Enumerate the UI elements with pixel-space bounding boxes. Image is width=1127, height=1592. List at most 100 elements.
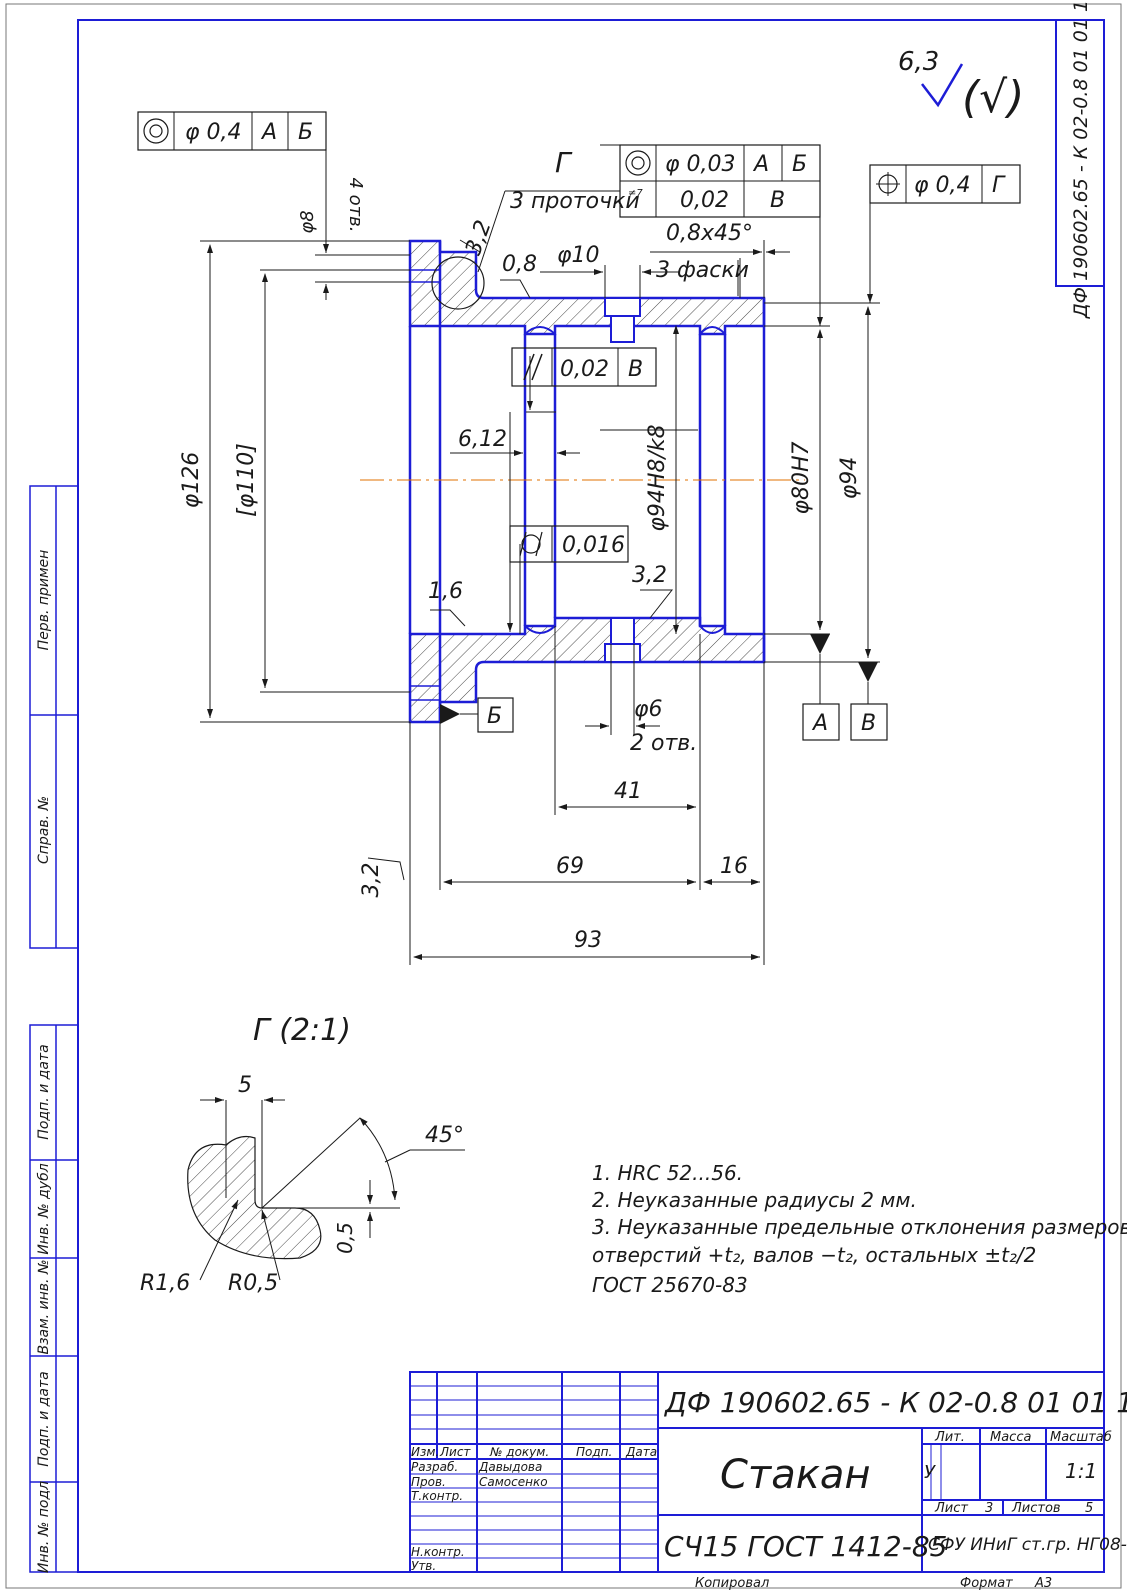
view-g-label: Г: [555, 146, 573, 179]
svg-text:Самосенко: Самосенко: [479, 1475, 548, 1489]
tech-notes: 1. HRC 52...56. 2. Неуказанные радиусы 2…: [592, 1161, 1127, 1297]
svg-text:В: В: [628, 357, 643, 382]
title-block: ДФ 190602.65 - К 02-0.8 01 01 13 Стакан …: [409, 1371, 1127, 1573]
label-podp-data-2: Подп. и дата: [36, 1371, 52, 1466]
side-strip: [29, 485, 79, 1573]
wall-top: [408, 239, 766, 336]
sheet-border: [5, 3, 1122, 1589]
parallelism-icon: [523, 353, 543, 381]
svg-text:Г: Г: [992, 173, 1006, 198]
tol-frame-2: φ 0,03 А Б ≠7 0,02 В: [600, 144, 823, 326]
dim-612: 6,12: [458, 427, 507, 452]
svg-text:Лист: Лист: [439, 1445, 471, 1459]
dim-93: 93: [574, 928, 602, 953]
svg-text:Б: Б: [792, 152, 807, 177]
svg-text:Изм.: Изм.: [411, 1445, 439, 1459]
dim-chamfer: 0,8x45°: [666, 221, 753, 246]
svg-text:45°: 45°: [425, 1123, 464, 1148]
svg-text:Листов: Листов: [1011, 1501, 1061, 1516]
svg-text:φ 0,4: φ 0,4: [914, 173, 971, 198]
svg-text:Г (2:1): Г (2:1): [253, 1013, 351, 1048]
rough-32-top: 3,2: [461, 217, 496, 258]
svg-text:Б: Б: [487, 704, 502, 729]
tol-frame-5: 0,016: [509, 525, 629, 563]
code-box-top: [1055, 19, 1105, 287]
svg-text:5: 5: [238, 1073, 252, 1098]
label-sprav-no: Справ. №: [36, 796, 52, 864]
svg-text:0,5: 0,5: [333, 1222, 357, 1254]
datum-b: Б: [440, 697, 514, 733]
dim-16: 16: [720, 854, 748, 879]
doc-code-side: ДФ 190602.65 - К 02-0.8 01 01 13: [1070, 0, 1092, 319]
tb-org: СФУ ИНиГ ст.гр. НГ08-03: [928, 1535, 1127, 1555]
svg-text:Б: Б: [298, 120, 313, 145]
svg-text:R1,6: R1,6: [140, 1271, 190, 1296]
detail-g-marker: [431, 256, 485, 310]
svg-text:В: В: [861, 711, 876, 736]
svg-text:5: 5: [1085, 1501, 1093, 1516]
datum-v: В: [850, 662, 888, 741]
svg-text:Н.контр.: Н.контр.: [411, 1545, 465, 1559]
tb-name: Стакан: [720, 1452, 871, 1498]
svg-text:3: 3: [985, 1501, 993, 1516]
svg-text:Масса: Масса: [990, 1430, 1031, 1445]
svg-text:Дата: Дата: [625, 1445, 657, 1459]
label-inv-podl: Инв. № подл: [36, 1481, 52, 1573]
dim-phi126: φ126: [179, 452, 204, 509]
svg-text:0,016: 0,016: [562, 533, 625, 558]
svg-text:Утв.: Утв.: [411, 1559, 436, 1573]
coaxiality-icon-2: [625, 150, 651, 176]
tb-code: ДФ 190602.65 - К 02-0.8 01 01 13: [663, 1386, 1127, 1419]
dim-phi6: φ6: [634, 697, 663, 722]
footer-format: Формат: [960, 1576, 1013, 1591]
label-inv-dubl: Инв. № дубл: [36, 1163, 52, 1254]
position-icon: [876, 172, 900, 196]
dim-phi94: φ94: [837, 457, 862, 500]
svg-text:Лит.: Лит.: [934, 1430, 965, 1445]
tol-frame-3: φ 0,4 Г: [867, 164, 1021, 303]
svg-text:А: А: [811, 711, 828, 736]
tol-frame-4: 0,02 В: [511, 347, 657, 387]
rough-32-left: 3,2: [359, 863, 384, 898]
radial-hole-bottom: [604, 617, 641, 663]
svg-text:1. HRC 52...56.: 1. HRC 52...56.: [592, 1161, 743, 1185]
svg-text:ГОСТ 25670-83: ГОСТ 25670-83: [592, 1273, 748, 1297]
footer-copied: Копировал: [695, 1576, 769, 1591]
svg-text:Пров.: Пров.: [411, 1475, 446, 1489]
detail-view: Г (2:1) 5 45° 0,5 R1,6 R0,5: [140, 1013, 465, 1296]
svg-text:А: А: [260, 120, 277, 145]
grooves-label: 3 проточки: [510, 189, 640, 214]
dim-phi8: φ8: [297, 210, 318, 233]
svg-text:2. Неуказанные радиусы 2 мм.: 2. Неуказанные радиусы 2 мм.: [592, 1188, 917, 1212]
dim-4holes: 4 отв.: [345, 177, 366, 232]
dim-phi94h8: φ94H8/k8: [645, 424, 670, 531]
rough-16: 1,6: [428, 579, 463, 604]
svg-text:φ 0,03: φ 0,03: [665, 152, 736, 177]
svg-text:0,02: 0,02: [560, 357, 609, 382]
label-perv-primen: Перв. примен: [36, 550, 52, 651]
svg-text:3. Неуказанные предельные откл: 3. Неуказанные предельные отклонения раз…: [592, 1215, 1127, 1239]
dim-3chamfers: 3 фаски: [656, 258, 749, 283]
svg-text:φ 0,4: φ 0,4: [185, 120, 242, 145]
svg-text:Подп.: Подп.: [576, 1445, 612, 1459]
part-section: [360, 239, 805, 724]
svg-text:отверстий +t₂, валов −t₂, оста: отверстий +t₂, валов −t₂, остальных ±t₂/…: [592, 1243, 1036, 1267]
general-roughness: 6,3 (√): [898, 47, 1024, 123]
svg-text:Лист: Лист: [934, 1501, 968, 1516]
svg-text:В: В: [770, 188, 785, 213]
tol-frame-1: φ 0,4 А Б: [137, 111, 327, 250]
svg-text:Давыдова: Давыдова: [478, 1460, 542, 1474]
dim-phi80h7: φ80H7: [789, 441, 814, 514]
rough-08: 0,8: [502, 252, 537, 277]
svg-text:№ докум.: № докум.: [489, 1445, 549, 1459]
wall-bottom: [408, 616, 766, 724]
dim-phi110: [φ110]: [234, 443, 259, 517]
label-podp-data-1: Подп. и дата: [36, 1044, 52, 1139]
cylindricity-icon: [519, 531, 543, 557]
coaxiality-icon: [143, 118, 169, 144]
svg-text:R0,5: R0,5: [228, 1271, 278, 1296]
svg-text:Масштаб: Масштаб: [1050, 1430, 1112, 1445]
dim-41: 41: [614, 779, 642, 804]
dim-69: 69: [556, 854, 584, 879]
